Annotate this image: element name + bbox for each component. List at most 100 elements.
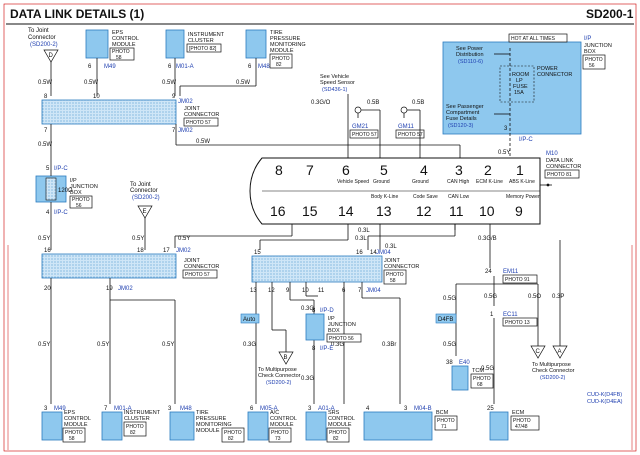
svg-text:PHOTO 81: PHOTO 81 xyxy=(547,172,572,178)
to-multipurpose-check-connector-ca[interactable]: C A To Multipurpose Check Connector (SD2… xyxy=(530,345,575,381)
to-joint-connector-d[interactable]: To Joint Connector (SD200-2) D xyxy=(28,28,59,63)
svg-text:10: 10 xyxy=(479,203,495,219)
svg-text:To Joint: To Joint xyxy=(130,182,151,188)
eps-control-module-top[interactable]: EPS CONTROL MODULE PHOTO 58 6 M49 xyxy=(85,29,139,70)
svg-text:0.5Y: 0.5Y xyxy=(132,236,144,242)
ground-gm11[interactable]: GM11 PHOTO 57 xyxy=(395,106,425,139)
svg-text:0.5W: 0.5W xyxy=(196,139,210,145)
svg-text:0.3L: 0.3L xyxy=(358,228,370,234)
data-link-connector-m10[interactable]: 8 7 6 5 4 3 2 1 16 15 14 13 12 11 10 9 V… xyxy=(249,151,581,225)
svg-text:D: D xyxy=(49,53,54,59)
svg-text:JM02: JM02 xyxy=(178,128,193,134)
svg-text:0.5Y: 0.5Y xyxy=(38,236,50,242)
tpms-module-bottom[interactable]: 3 M48 TIRE PRESSURE MONITORING MODULE PH… xyxy=(168,406,245,443)
svg-text:11: 11 xyxy=(318,288,325,294)
tcm-e40[interactable]: 38 E40 TCM PHOTO 68 xyxy=(446,360,494,391)
svg-text:A01-A: A01-A xyxy=(318,406,335,412)
svg-text:6: 6 xyxy=(248,64,252,70)
svg-text:0.3G/B: 0.3G/B xyxy=(478,236,497,242)
svg-text:7: 7 xyxy=(306,162,314,178)
svg-text:4: 4 xyxy=(46,210,50,216)
svg-text:CONTROL: CONTROL xyxy=(112,36,139,42)
svg-text:(SD200-2): (SD200-2) xyxy=(132,195,160,201)
ac-control-module[interactable]: 6 M05-A A/C CONTROL MODULE PHOTO 73 xyxy=(247,406,297,443)
tpms-module-top[interactable]: TIRE PRESSURE MONITORING MODULE PHOTO 82… xyxy=(245,29,306,70)
svg-text:BOX: BOX xyxy=(70,190,82,196)
ip-junction-box-top[interactable]: HOT AT ALL TIMES I/P JUNCTION BOX PHOTO … xyxy=(442,33,612,143)
auto-badge: Auto xyxy=(240,313,260,324)
svg-text:CLUSTER: CLUSTER xyxy=(188,38,214,44)
to-multipurpose-check-connector-b[interactable]: B To Multipurpose Check Connector (SD200… xyxy=(258,351,301,386)
svg-text:CLUSTER: CLUSTER xyxy=(124,416,150,422)
svg-text:DATA LINK: DATA LINK xyxy=(546,158,574,164)
srs-control-module[interactable]: 3 A01-A SRS CONTROL MODULE PHOTO 82 xyxy=(305,406,355,443)
svg-text:JUNCTION: JUNCTION xyxy=(584,43,612,49)
svg-text:Auto: Auto xyxy=(243,317,256,323)
joint-connector-jm02-mid[interactable]: 16 18 17 JM02 JOINT CONNECTOR PHOTO 57 2… xyxy=(41,248,219,292)
svg-text:M04-B: M04-B xyxy=(414,406,432,412)
instrument-cluster-top[interactable]: INSTRUMENT CLUSTER [PHOTO 82] 6 M01-A xyxy=(165,29,225,70)
svg-text:To Multipurpose: To Multipurpose xyxy=(258,367,297,373)
joint-connector-jm02-top[interactable]: 8 10 9 7 7 JM02 JOINT CONNECTOR PHOTO 57… xyxy=(41,94,219,134)
svg-text:15: 15 xyxy=(302,203,318,219)
bcm-m04-b[interactable]: 4 3 M04-B BCM PHOTO 71 xyxy=(363,406,458,441)
joint-connector-jm04[interactable]: 15 16 14 JM04 JOINT CONNECTOR PHOTO 58 1… xyxy=(250,250,419,294)
svg-text:CONNECTOR: CONNECTOR xyxy=(546,164,581,170)
connector-ec11[interactable]: 1 EC11 PHOTO 13 xyxy=(490,312,538,327)
svg-text:E40: E40 xyxy=(459,360,470,366)
svg-text:8: 8 xyxy=(312,346,316,352)
svg-text:0.5W: 0.5W xyxy=(84,80,98,86)
svg-text:8: 8 xyxy=(312,308,316,314)
svg-text:E: E xyxy=(143,209,147,215)
svg-text:CONTROL: CONTROL xyxy=(270,416,297,422)
svg-text:EPS: EPS xyxy=(112,30,123,36)
ground-gm21[interactable]: GM21 PHOTO 57 xyxy=(349,106,380,139)
svg-text:25: 25 xyxy=(487,406,494,412)
svg-text:6: 6 xyxy=(342,162,350,178)
vehicle-speed-sensor-ref[interactable]: See Vehicle Speed Sensor (SD436-1) xyxy=(320,74,355,93)
svg-text:14: 14 xyxy=(338,203,354,219)
svg-text:To Multipurpose: To Multipurpose xyxy=(532,362,571,368)
ecm[interactable]: 25 CUD-K(D4FB) CUD-K(D4EA) ECM PHOTO 47/… xyxy=(487,392,623,441)
svg-text:M49: M49 xyxy=(54,406,66,412)
ip-junction-box-d[interactable]: 8 I/P-D I/P JUNCTION BOX PHOTO 56 8 I/P-… xyxy=(305,308,362,352)
eps-control-module-bottom[interactable]: 3 M49 EPS CONTROL MODULE PHOTO 58 xyxy=(41,406,91,443)
svg-text:3: 3 xyxy=(504,126,508,132)
svg-text:INSTRUMENT: INSTRUMENT xyxy=(124,410,161,416)
svg-text:7: 7 xyxy=(104,406,108,412)
svg-text:16: 16 xyxy=(44,248,51,254)
svg-text:TIRE: TIRE xyxy=(270,30,283,36)
svg-text:16: 16 xyxy=(356,250,363,256)
svg-text:CONNECTOR: CONNECTOR xyxy=(537,72,572,78)
ground-icon xyxy=(400,106,408,114)
svg-text:6: 6 xyxy=(168,64,172,70)
svg-text:See Vehicle: See Vehicle xyxy=(320,74,349,80)
svg-text:JM04: JM04 xyxy=(366,288,381,294)
ip-junction-box-resistor[interactable]: 120Ω 5 I/P-C I/P JUNCTION BOX PHOTO 56 4… xyxy=(35,166,98,216)
svg-text:JM02: JM02 xyxy=(178,99,193,105)
svg-text:0.3P: 0.3P xyxy=(552,294,564,300)
svg-text:Body K-Line: Body K-Line xyxy=(371,194,398,200)
svg-text:PHOTO: PHOTO xyxy=(126,424,144,430)
svg-text:(SD200-2): (SD200-2) xyxy=(266,380,292,386)
svg-text:18: 18 xyxy=(137,248,144,254)
svg-text:I/P: I/P xyxy=(584,36,591,42)
connector-arrow-icon xyxy=(278,351,294,365)
svg-text:6: 6 xyxy=(250,406,254,412)
svg-text:0.5W: 0.5W xyxy=(38,80,52,86)
svg-text:TIRE: TIRE xyxy=(196,410,209,416)
instrument-cluster-bottom[interactable]: 7 M01-A INSTRUMENT CLUSTER PHOTO 82 xyxy=(101,406,161,441)
svg-text:TCM: TCM xyxy=(472,368,484,374)
svg-text:PHOTO: PHOTO xyxy=(329,430,347,436)
svg-text:Ground: Ground xyxy=(412,179,429,185)
svg-text:10: 10 xyxy=(93,94,100,100)
connector-arrow-icon xyxy=(530,345,546,359)
to-joint-connector-e[interactable]: To Joint Connector (SD200-2) E xyxy=(130,182,160,219)
svg-text:To Joint: To Joint xyxy=(28,28,49,34)
svg-text:(SD200-2): (SD200-2) xyxy=(30,42,58,48)
svg-text:24: 24 xyxy=(485,269,492,275)
connector-em11[interactable]: 24 EM11 PHOTO 91 xyxy=(485,269,538,284)
svg-text:JUNCTION: JUNCTION xyxy=(328,322,356,328)
page-code: SD200-1 xyxy=(586,7,634,21)
